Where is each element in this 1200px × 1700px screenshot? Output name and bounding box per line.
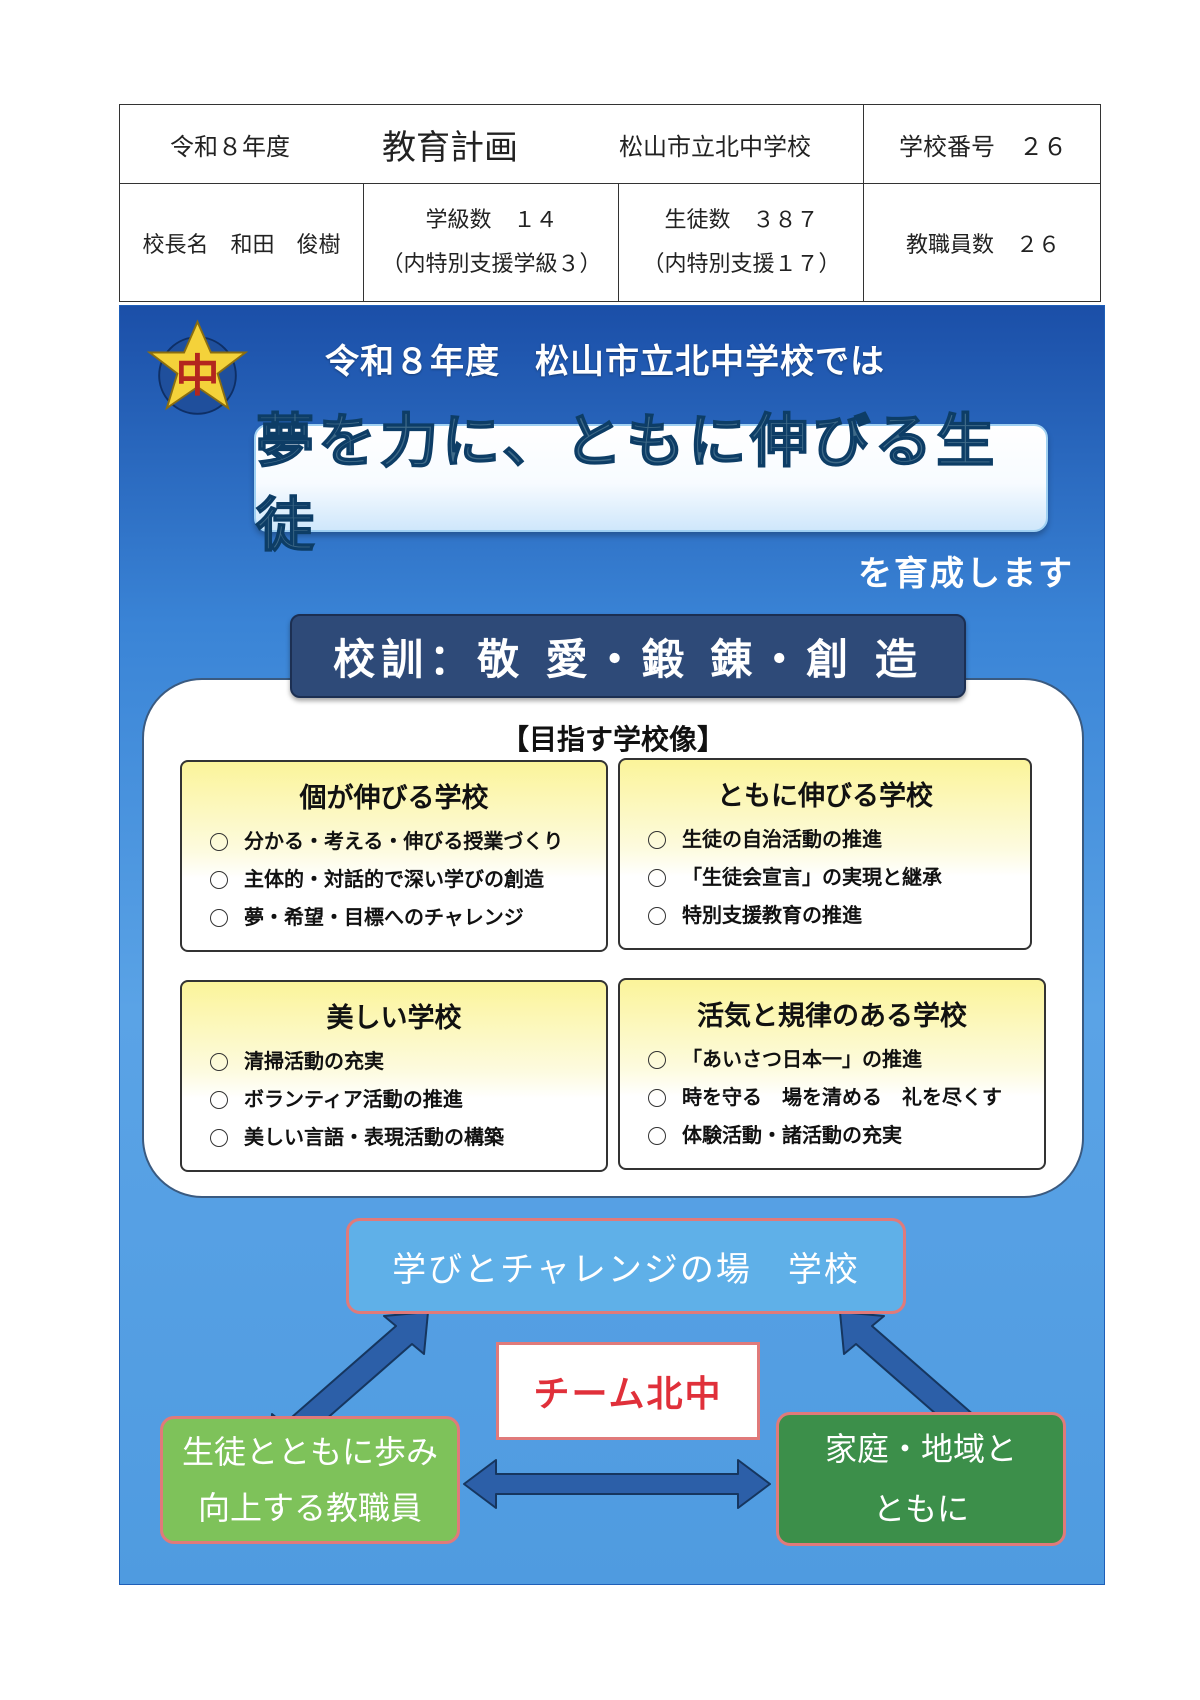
- school-motto: 夢を力に、ともに伸びる生徒: [255, 406, 999, 560]
- circle-bullet-icon: [210, 1053, 228, 1071]
- vision-list: 「あいさつ日本一」の推進 時を守る 場を清める 礼を尽くす 体験活動・諸活動の充…: [648, 1040, 1002, 1154]
- vision-card: ともに伸びる学校 生徒の自治活動の推進 「生徒会宣言」の実現と継承 特別支援教育…: [618, 758, 1032, 950]
- motto-suffix: を育成します: [858, 554, 1074, 594]
- divider: [863, 105, 864, 301]
- vision-card: 個が伸びる学校 分かる・考える・伸びる授業づくり 主体的・対話的で深い学びの創造…: [180, 760, 608, 952]
- vision-title: 【目指す学校像】: [500, 723, 725, 756]
- list-item-text: 「生徒会宣言」の実現と継承: [682, 865, 942, 889]
- list-item-text: 清掃活動の充実: [244, 1049, 384, 1073]
- circle-bullet-icon: [648, 831, 666, 849]
- circle-bullet-icon: [648, 869, 666, 887]
- class-count-special: （内特別支援学級３）: [381, 252, 602, 277]
- year-heading: 令和８年度 松山市立北中学校では: [325, 342, 885, 382]
- circle-bullet-icon: [210, 833, 228, 851]
- vision-card-title: 個が伸びる学校: [299, 783, 489, 814]
- document-title: 教育計画: [382, 127, 518, 168]
- education-plan-poster: 中 令和８年度 松山市立北中学校では 夢を力に、ともに伸びる生徒 を育成します …: [119, 305, 1105, 1585]
- circle-bullet-icon: [210, 1129, 228, 1147]
- circle-bullet-icon: [648, 1089, 666, 1107]
- circle-bullet-icon: [648, 1127, 666, 1145]
- vision-card-title: 美しい学校: [326, 1003, 462, 1034]
- circle-bullet-icon: [210, 871, 228, 889]
- home-node-line: ともに: [872, 1490, 969, 1528]
- class-count-total: 学級数 １４: [425, 208, 558, 233]
- divider: [363, 183, 364, 301]
- list-item-text: 体験活動・諸活動の充実: [682, 1123, 902, 1147]
- student-count-special: （内特別支援１７）: [642, 252, 841, 277]
- school-number: 学校番号 ２６: [899, 132, 1067, 161]
- home-community-node: 家庭・地域と ともに: [776, 1412, 1066, 1546]
- fiscal-year: 令和８年度: [170, 132, 290, 161]
- vision-list: 生徒の自治活動の推進 「生徒会宣言」の実現と継承 特別支援教育の推進: [648, 820, 942, 934]
- header-table: 令和８年度 教育計画 松山市立北中学校 学校番号 ２６ 校長名 和田 俊樹 学級…: [119, 104, 1101, 302]
- principal-name: 校長名 和田 俊樹: [142, 233, 341, 258]
- school-name: 松山市立北中学校: [619, 132, 811, 161]
- list-item: 「あいさつ日本一」の推進: [648, 1040, 1002, 1078]
- list-item-text: ボランティア活動の推進: [244, 1087, 463, 1111]
- list-item: 時を守る 場を清める 礼を尽くす: [648, 1078, 1002, 1116]
- double-arrow-icon: [463, 1459, 771, 1509]
- divider: [120, 183, 1100, 184]
- vision-list: 分かる・考える・伸びる授業づくり 主体的・対話的で深い学びの創造 夢・希望・目標…: [210, 822, 563, 936]
- vision-card-title: ともに伸びる学校: [717, 781, 933, 812]
- circle-bullet-icon: [648, 907, 666, 925]
- motto-banner: 夢を力に、ともに伸びる生徒: [254, 406, 1048, 560]
- list-item: 「生徒会宣言」の実現と継承: [648, 858, 942, 896]
- list-item: 体験活動・諸活動の充実: [648, 1116, 1002, 1154]
- staff-count: 教職員数 ２６: [905, 233, 1060, 258]
- list-item: 主体的・対話的で深い学びの創造: [210, 860, 563, 898]
- vision-panel: 【目指す学校像】 個が伸びる学校 分かる・考える・伸びる授業づくり 主体的・対話…: [142, 678, 1084, 1198]
- list-item: 清掃活動の充実: [210, 1042, 504, 1080]
- staff-node-line: 生徒とともに歩み: [181, 1433, 438, 1471]
- list-item-text: 時を守る 場を清める 礼を尽くす: [682, 1085, 1002, 1109]
- school-node: 学びとチャレンジの場 学校: [346, 1218, 906, 1314]
- vision-card: 活気と規律のある学校 「あいさつ日本一」の推進 時を守る 場を清める 礼を尽くす…: [618, 978, 1046, 1170]
- student-count-total: 生徒数 ３８７: [664, 208, 819, 233]
- list-item-text: 特別支援教育の推進: [682, 903, 862, 927]
- school-emblem-icon: 中: [146, 319, 249, 415]
- staff-node: 生徒とともに歩み 向上する教職員: [160, 1416, 460, 1544]
- vision-list: 清掃活動の充実 ボランティア活動の推進 美しい言語・表現活動の構築: [210, 1042, 504, 1156]
- team-label: チーム北中: [496, 1342, 760, 1440]
- staff-node-line: 向上する教職員: [197, 1489, 422, 1527]
- list-item-text: 分かる・考える・伸びる授業づくり: [244, 829, 564, 853]
- divider: [618, 183, 619, 301]
- list-item-text: 美しい言語・表現活動の構築: [244, 1125, 504, 1149]
- list-item-text: 「あいさつ日本一」の推進: [682, 1047, 922, 1071]
- vision-card: 美しい学校 清掃活動の充実 ボランティア活動の推進 美しい言語・表現活動の構築: [180, 980, 608, 1172]
- emblem-letter: 中: [175, 351, 219, 402]
- list-item: 特別支援教育の推進: [648, 896, 942, 934]
- list-item: 生徒の自治活動の推進: [648, 820, 942, 858]
- list-item-text: 夢・希望・目標へのチャレンジ: [244, 905, 524, 929]
- school-precept: 校訓：敬 愛・鍛 錬・創 造: [290, 614, 966, 698]
- circle-bullet-icon: [210, 1091, 228, 1109]
- class-count: 学級数 １４ （内特別支援学級３）: [365, 185, 618, 301]
- student-count: 生徒数 ３８７ （内特別支援１７）: [620, 185, 863, 301]
- list-item: 分かる・考える・伸びる授業づくり: [210, 822, 563, 860]
- list-item-text: 生徒の自治活動の推進: [682, 827, 882, 851]
- list-item: 夢・希望・目標へのチャレンジ: [210, 898, 563, 936]
- list-item: 美しい言語・表現活動の構築: [210, 1118, 504, 1156]
- home-node-line: 家庭・地域と: [824, 1430, 1017, 1468]
- circle-bullet-icon: [210, 909, 228, 927]
- list-item: ボランティア活動の推進: [210, 1080, 504, 1118]
- vision-card-title: 活気と規律のある学校: [697, 1001, 967, 1032]
- circle-bullet-icon: [648, 1051, 666, 1069]
- list-item-text: 主体的・対話的で深い学びの創造: [244, 867, 544, 891]
